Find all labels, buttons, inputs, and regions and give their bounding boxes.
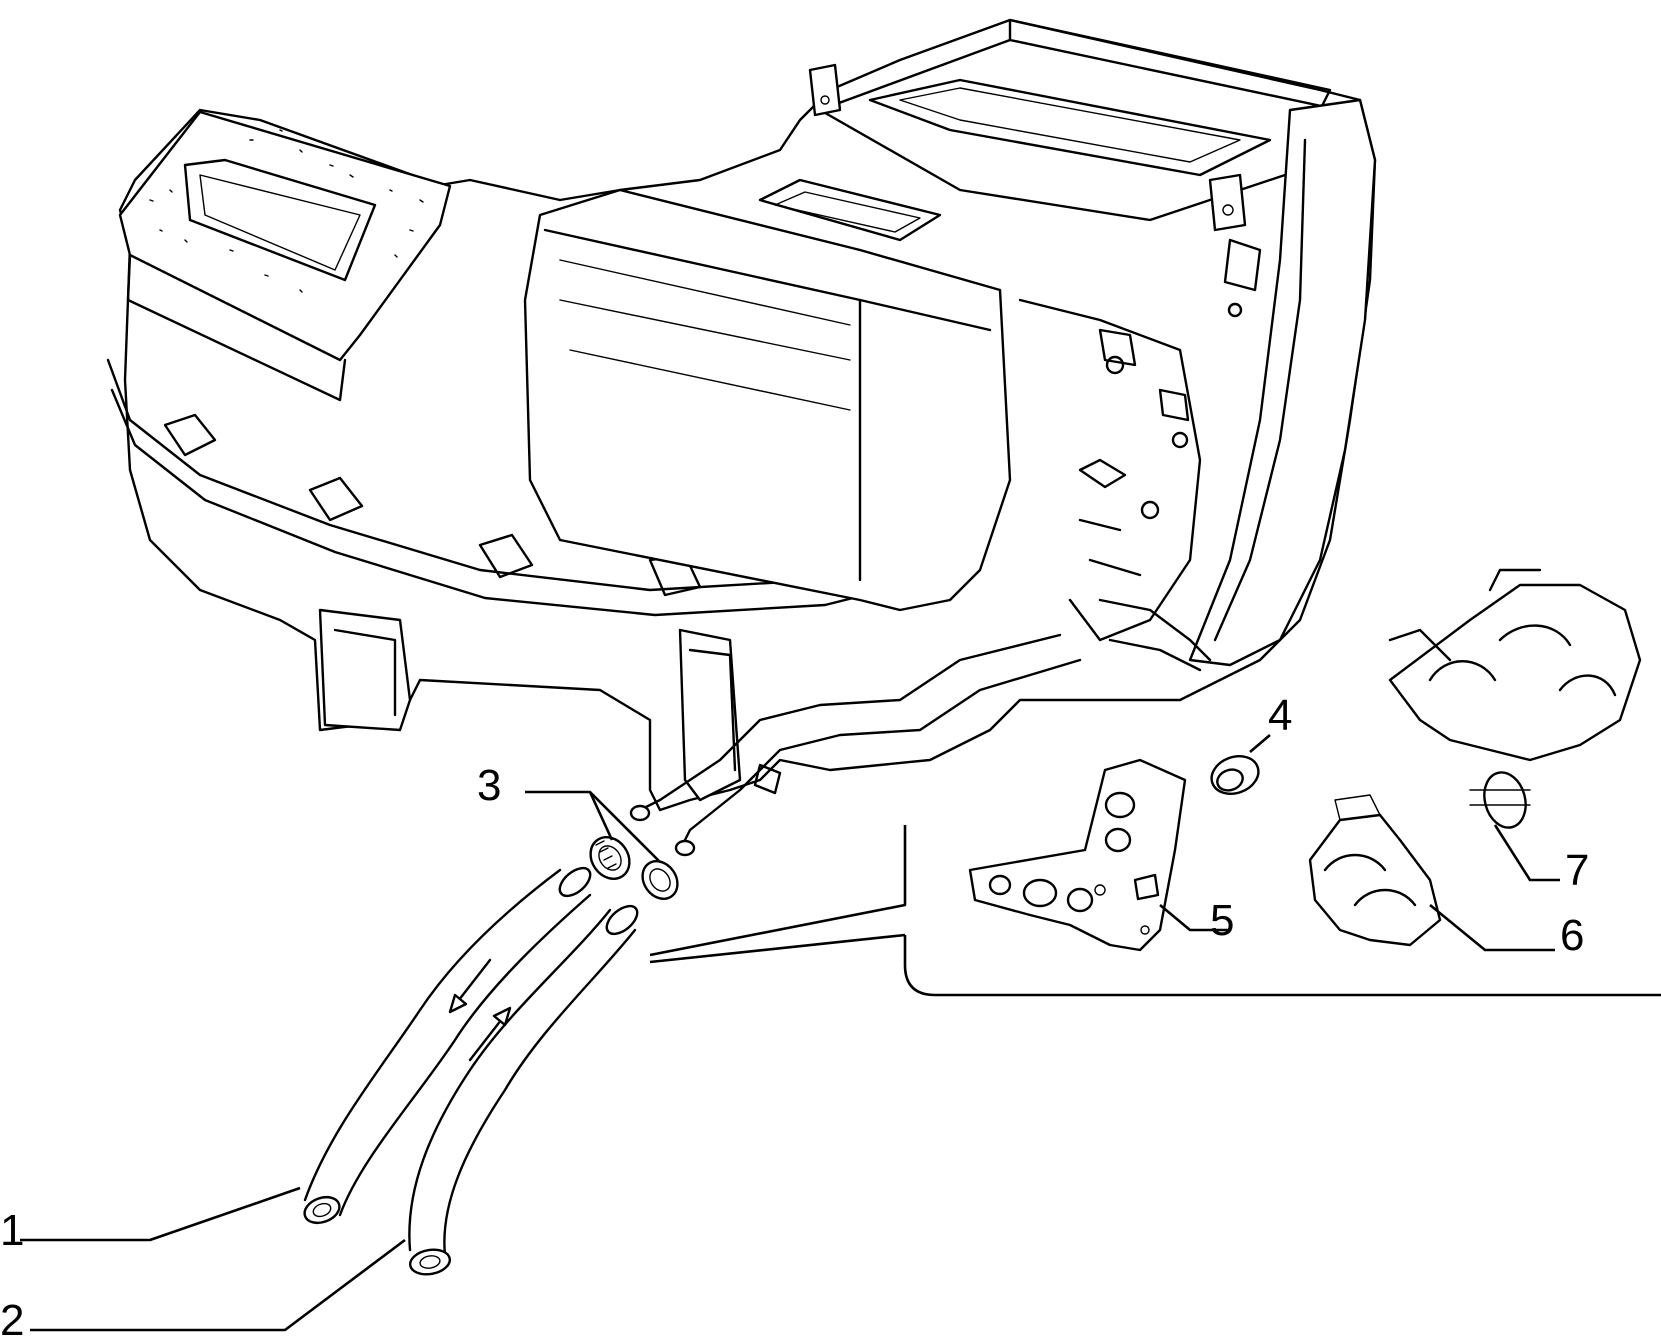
foam-texture [149,129,424,293]
callout-5: 5 [1210,896,1234,945]
pipe-clip-small [1308,794,1442,947]
hose-clamps [589,836,679,900]
callout-2: 2 [0,1296,24,1340]
callout-1: 1 [0,1206,24,1255]
callout-7: 7 [1565,846,1589,895]
pipe-clip-large [1388,568,1642,829]
mounting-plate [968,758,1187,952]
grommet [1210,754,1260,796]
heater-housing [106,18,1377,812]
callout-3: 3 [477,761,501,810]
linkage-mechanism [1018,238,1262,642]
callout-leaders [20,734,1560,1332]
hose-1 [303,866,592,1225]
detail-bracket [649,825,1661,997]
hose-2 [408,904,639,1276]
heater-pipes [629,598,1212,857]
callout-6: 6 [1560,911,1584,960]
callout-4: 4 [1268,691,1292,740]
